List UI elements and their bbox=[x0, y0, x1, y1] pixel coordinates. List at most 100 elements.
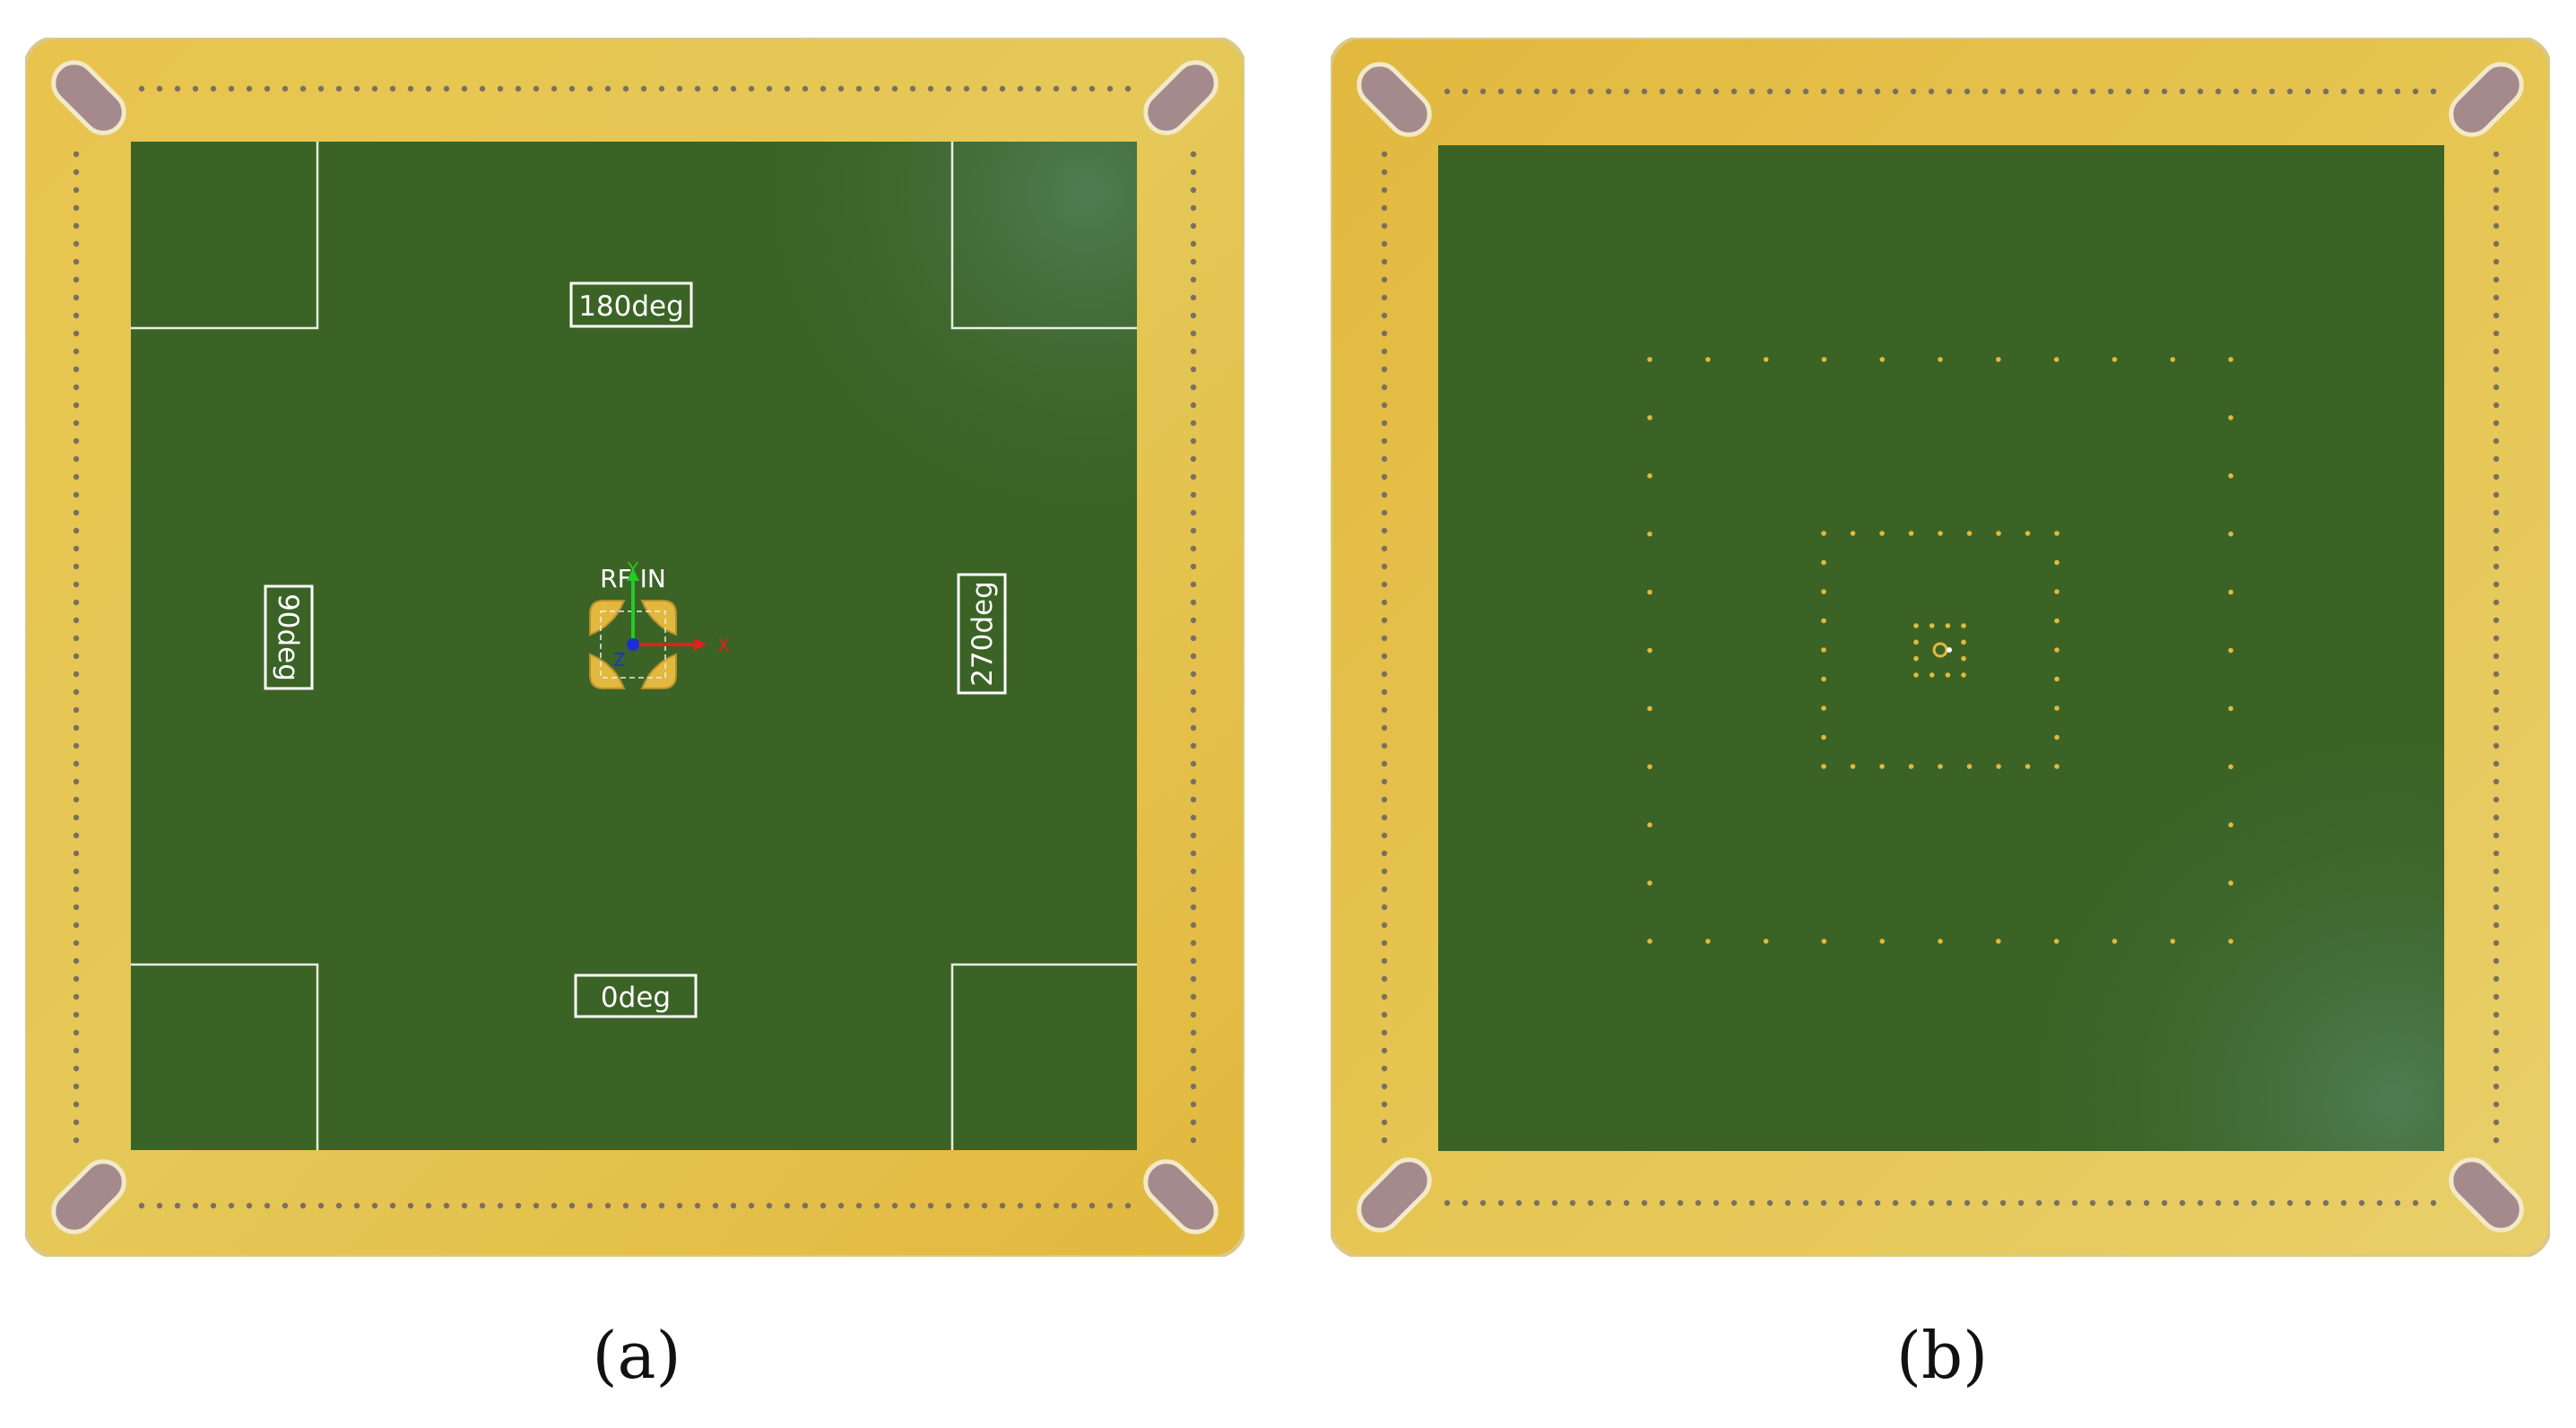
via-icon bbox=[299, 1202, 307, 1209]
via-icon bbox=[533, 85, 540, 92]
ring-via-icon bbox=[1647, 647, 1652, 653]
ring-via-icon bbox=[1996, 939, 2001, 944]
via-icon bbox=[1461, 1199, 1469, 1207]
perimeter-vias bbox=[1381, 88, 2500, 1207]
coordinate-axes: Y X Z bbox=[613, 558, 730, 671]
via-icon bbox=[73, 186, 80, 194]
via-icon bbox=[1190, 635, 1197, 642]
via-icon bbox=[73, 527, 80, 534]
via-rings bbox=[1647, 357, 2233, 944]
via-icon bbox=[73, 509, 80, 516]
via-icon bbox=[1106, 85, 1114, 92]
via-icon bbox=[873, 85, 880, 92]
via-icon bbox=[1381, 258, 1388, 265]
via-icon bbox=[2493, 240, 2500, 247]
via-icon bbox=[1381, 402, 1388, 409]
via-icon bbox=[1766, 1199, 1774, 1207]
via-icon bbox=[2493, 1011, 2500, 1018]
via-icon bbox=[1381, 1011, 1388, 1018]
ring-via-icon bbox=[1961, 623, 1966, 628]
via-icon bbox=[1713, 88, 1720, 95]
via-icon bbox=[1381, 832, 1388, 839]
ring-via-icon bbox=[2228, 473, 2233, 479]
via-icon bbox=[2089, 1199, 2096, 1207]
via-icon bbox=[1190, 222, 1197, 229]
via-icon bbox=[1381, 724, 1388, 731]
ring-via-icon bbox=[1945, 672, 1951, 678]
via-icon bbox=[1190, 384, 1197, 391]
via-icon bbox=[1856, 88, 1863, 95]
via-icon bbox=[1766, 88, 1774, 95]
via-icon bbox=[2035, 88, 2043, 95]
via-icon bbox=[1982, 88, 1989, 95]
via-icon bbox=[2493, 222, 2500, 229]
via-icon bbox=[1190, 1047, 1197, 1054]
via-icon bbox=[282, 85, 289, 92]
via-icon bbox=[1190, 1083, 1197, 1090]
via-icon bbox=[2493, 509, 2500, 516]
via-icon bbox=[2493, 384, 2500, 391]
ring-via-icon bbox=[1908, 531, 1914, 536]
via-icon bbox=[2304, 1199, 2311, 1207]
via-icon bbox=[73, 402, 80, 409]
via-icon bbox=[1444, 1199, 1451, 1207]
via-icon bbox=[73, 366, 80, 373]
via-icon bbox=[73, 258, 80, 265]
via-icon bbox=[1190, 276, 1197, 283]
via-icon bbox=[1730, 88, 1738, 95]
via-icon bbox=[945, 1202, 952, 1209]
via-icon bbox=[1381, 420, 1388, 427]
via-icon bbox=[2493, 258, 2500, 265]
via-icon bbox=[1381, 545, 1388, 552]
via-icon bbox=[2089, 88, 2096, 95]
via-icon bbox=[1946, 1199, 1953, 1207]
via-icon bbox=[2071, 1199, 2078, 1207]
via-icon bbox=[1190, 886, 1197, 893]
via-icon bbox=[73, 1029, 80, 1036]
ring-via-icon bbox=[1647, 357, 1652, 362]
via-icon bbox=[2493, 420, 2500, 427]
via-icon bbox=[2161, 88, 2168, 95]
via-icon bbox=[963, 85, 970, 92]
via-icon bbox=[1381, 904, 1388, 911]
ring-via-icon bbox=[1908, 764, 1914, 769]
ring-via-icon bbox=[1763, 939, 1769, 944]
corner-outline-top-right bbox=[950, 142, 1137, 330]
via-icon bbox=[1190, 832, 1197, 839]
via-icon bbox=[1381, 688, 1388, 696]
label-0deg: 0deg bbox=[574, 974, 698, 1018]
label-90deg: 90deg bbox=[264, 584, 314, 690]
via-icon bbox=[1190, 186, 1197, 194]
ring-via-icon bbox=[1821, 589, 1826, 594]
ring-via-icon bbox=[2054, 531, 2060, 536]
via-icon bbox=[2493, 402, 2500, 409]
via-icon bbox=[1444, 88, 1451, 95]
via-icon bbox=[837, 1202, 845, 1209]
via-icon bbox=[2322, 88, 2329, 95]
via-icon bbox=[1695, 1199, 1702, 1207]
via-icon bbox=[1190, 151, 1197, 158]
via-icon bbox=[1381, 922, 1388, 929]
via-icon bbox=[604, 1202, 611, 1209]
pcb-bottom-view bbox=[1331, 38, 2550, 1257]
via-icon bbox=[1641, 88, 1648, 95]
via-icon bbox=[73, 850, 80, 857]
via-icon bbox=[2493, 330, 2500, 337]
via-icon bbox=[1190, 1137, 1197, 1144]
via-icon bbox=[1381, 1137, 1388, 1144]
via-icon bbox=[73, 796, 80, 803]
ring-via-icon bbox=[2054, 647, 2060, 653]
via-icon bbox=[1190, 599, 1197, 606]
via-icon bbox=[73, 581, 80, 588]
via-icon bbox=[2107, 1199, 2114, 1207]
via-icon bbox=[2412, 1199, 2419, 1207]
via-icon bbox=[658, 85, 665, 92]
via-icon bbox=[73, 617, 80, 624]
via-icon bbox=[2268, 88, 2276, 95]
via-icon bbox=[945, 85, 952, 92]
via-icon bbox=[1928, 88, 1935, 95]
via-icon bbox=[1190, 527, 1197, 534]
via-icon bbox=[1874, 1199, 1881, 1207]
ring-via-icon bbox=[1850, 531, 1856, 536]
via-icon bbox=[228, 1202, 235, 1209]
